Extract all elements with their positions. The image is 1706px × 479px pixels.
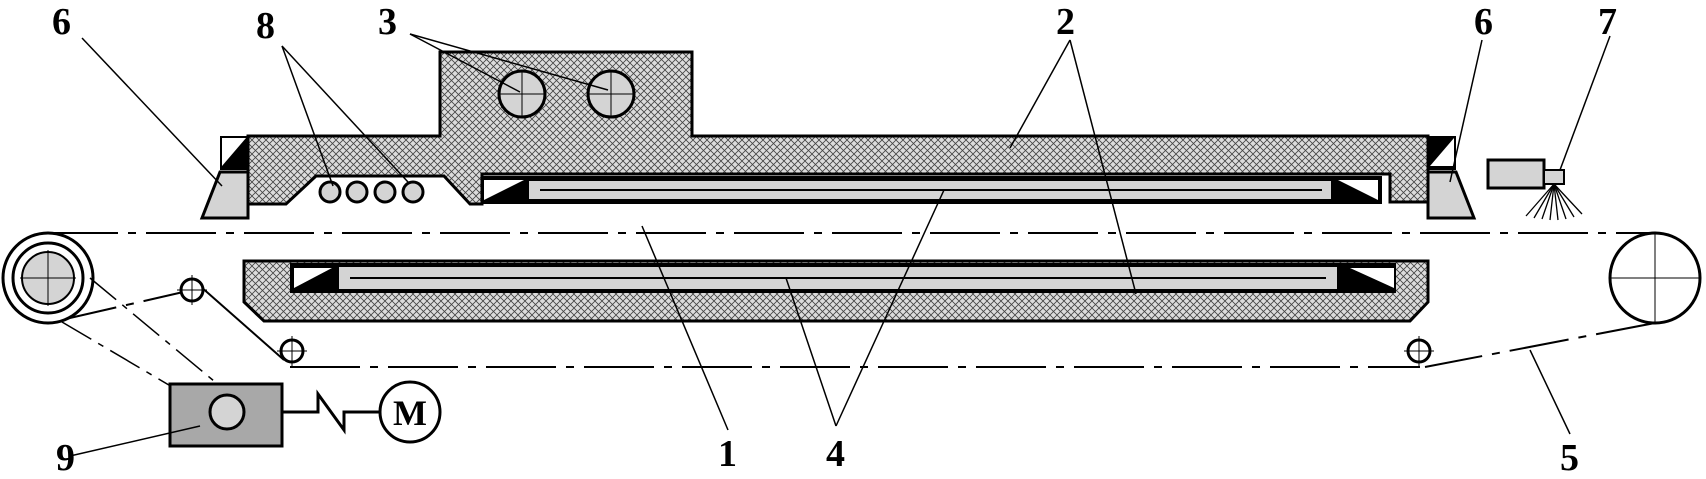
label-3: 3 [378,1,397,43]
label-6-left: 6 [52,1,71,43]
right-drum [1608,231,1702,325]
label-9: 9 [56,437,75,479]
label-1: 1 [718,433,737,475]
label-6-right: 6 [1474,1,1493,43]
label-7: 7 [1598,1,1617,43]
label-2: 2 [1056,1,1075,43]
motor: M [378,380,442,444]
right-edge-seal [1426,136,1477,220]
leader-lines [69,33,1611,457]
left-edge-seal [199,136,250,220]
heater-elements-8 [318,180,425,204]
label-5: 5 [1560,437,1579,479]
gearbox-9 [168,382,284,448]
label-4: 4 [826,433,845,475]
upper-heating-plate [482,176,1382,204]
rollers-3 [497,69,636,119]
motor-symbol: M [393,393,427,433]
left-drum [1,231,95,325]
drive-transmission [61,277,233,415]
coupling [282,389,380,435]
sprayer-7 [1486,158,1583,221]
lower-heating-plate [290,263,1396,293]
label-8: 8 [256,5,275,47]
